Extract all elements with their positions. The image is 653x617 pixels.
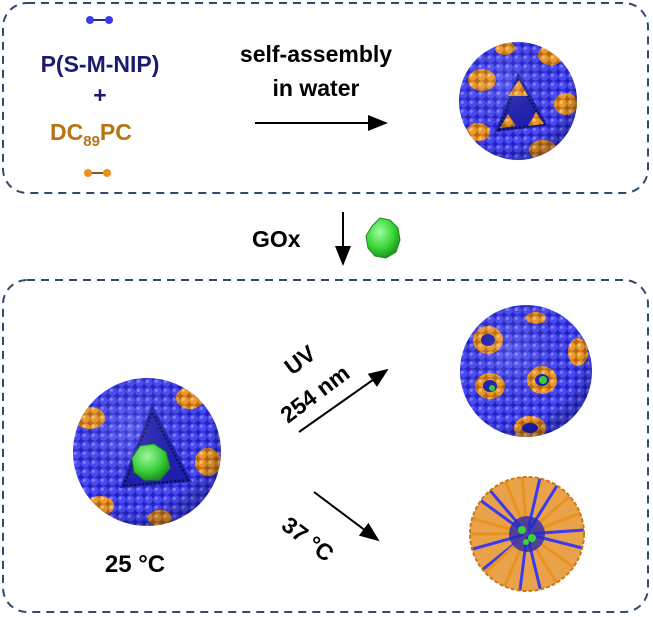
vesicle-sphere-porous [460,305,592,437]
polymer-molecule-icon [86,16,113,24]
heating-temperature-label: 37 °C [277,511,339,567]
enzyme-label: GOx [252,226,301,252]
vesicle-sphere-top [459,42,577,160]
vesicle-sphere-loaded [73,378,221,526]
polymer-label: P(S-M-NIP) [41,51,160,77]
lipid-molecule-icon [84,169,111,177]
heating-arrow [313,491,380,542]
vesicle-sphere-disassembled [469,476,585,592]
enzyme-gox-icon [365,217,401,259]
process-label-line1: self-assembly [240,41,392,67]
lipid-label: DC89PC [50,119,132,150]
uv-label: UV [279,340,321,380]
bottom-panel-border [2,279,649,613]
uv-arrow [298,368,389,433]
top-panel-border [2,2,649,194]
start-temperature-label: 25 °C [105,551,165,578]
process-label-line2: in water [273,75,360,101]
plus-sign: + [93,82,106,108]
